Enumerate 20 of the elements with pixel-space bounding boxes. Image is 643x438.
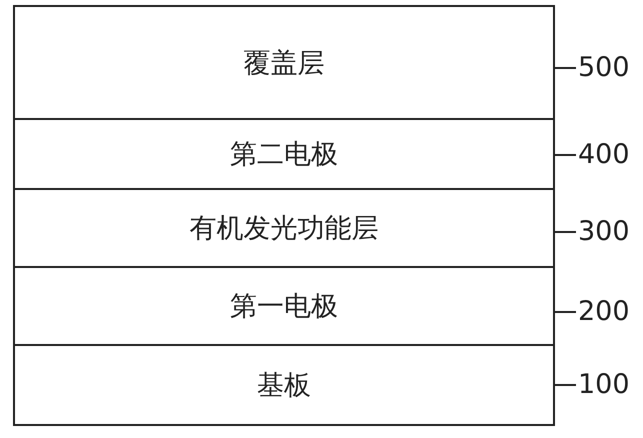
callout-number: 100 [578,368,630,402]
layer-box [13,266,555,346]
leader-line [555,154,576,156]
callout-number: 200 [578,295,630,329]
layer-box [13,118,555,190]
layer-box [13,344,555,426]
callout-number: 500 [578,51,630,85]
layer-label: 第二电极 [230,138,338,172]
leader-line [555,311,576,313]
callout-number: 300 [578,215,630,249]
leader-line [555,67,576,69]
layer-label: 第一电极 [230,290,338,324]
layer-box [13,188,555,268]
layer-box [13,5,555,120]
leader-line [555,384,576,386]
layer-label: 基板 [257,369,311,403]
callout-number: 400 [578,138,630,172]
layer-label: 覆盖层 [244,46,324,80]
leader-line [555,231,576,233]
layer-label: 有机发光功能层 [190,212,378,246]
